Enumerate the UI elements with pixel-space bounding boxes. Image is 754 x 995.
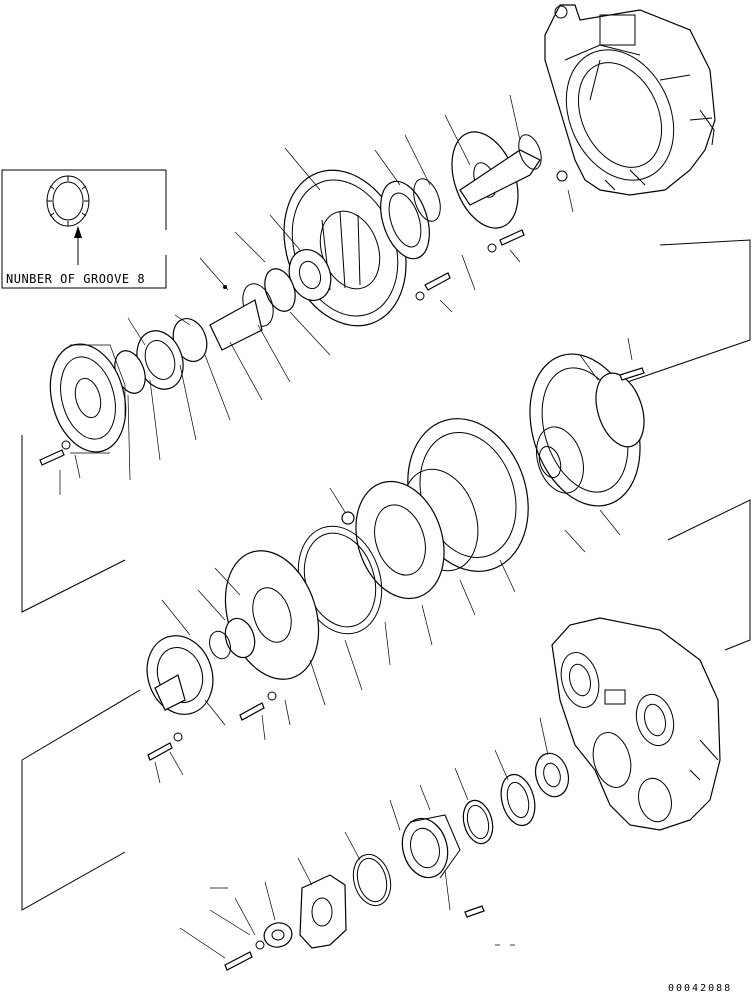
groove-ring-icon <box>46 175 90 227</box>
leader-lines-lower <box>179 717 549 959</box>
leader-lines-middle <box>154 337 633 784</box>
clutch-pack-middle <box>146 353 645 761</box>
turbine-assembly-upper <box>39 131 568 466</box>
leader-lines-upper <box>59 94 574 495</box>
inset-label: NUNBER OF GROOVE 8 <box>6 272 145 286</box>
transmission-case <box>551 617 721 831</box>
converter-housing <box>544 4 716 196</box>
groove-detail-inset: NUNBER OF GROOVE 8 <box>1 169 167 289</box>
output-assembly-lower <box>224 752 570 971</box>
drawing-code: 00042088 <box>668 983 732 994</box>
connection-brackets <box>21 239 751 911</box>
